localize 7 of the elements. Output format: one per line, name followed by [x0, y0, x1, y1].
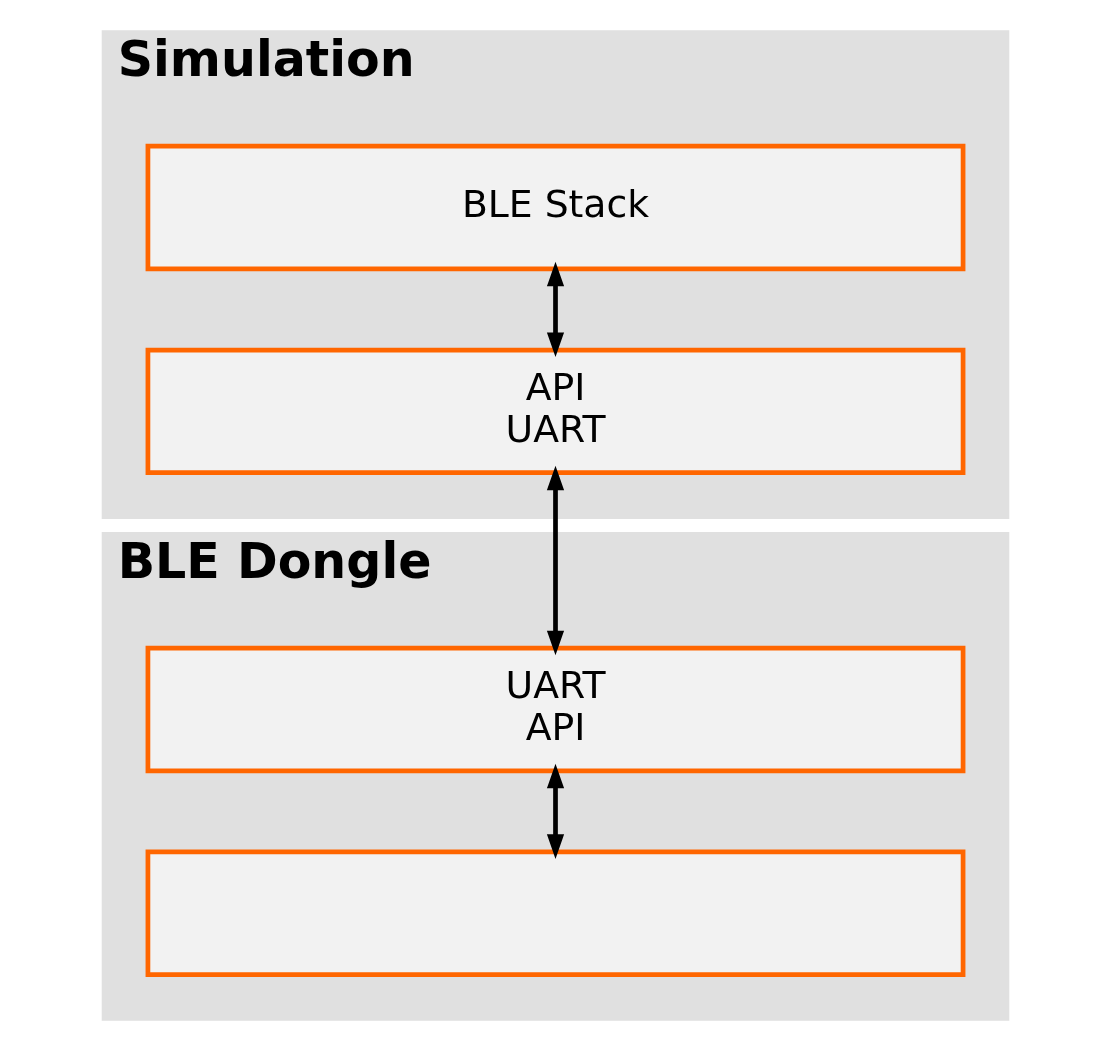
- node-box: [145, 849, 965, 977]
- node-box: BLE Stack: [145, 143, 965, 272]
- node-box: API UART: [145, 347, 965, 476]
- arrow: [546, 465, 564, 656]
- node-box: UART API: [145, 645, 965, 774]
- arrow: [546, 763, 564, 859]
- arrow: [546, 261, 564, 357]
